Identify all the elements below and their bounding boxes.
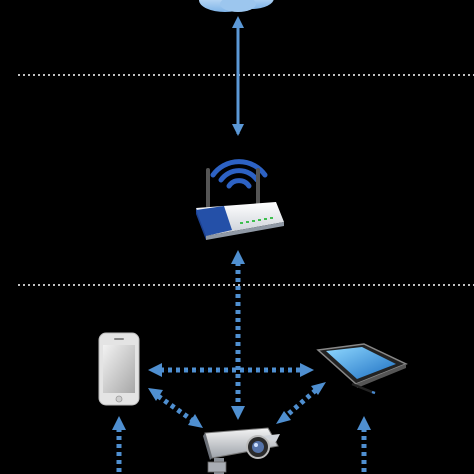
link-tablet-camera: [276, 382, 326, 424]
link-phone-below: [112, 416, 126, 474]
smartphone-icon: [98, 332, 140, 406]
cloud-icon: [199, 0, 274, 12]
link-tablet-below: [357, 416, 371, 474]
link-cloud-router: [232, 16, 244, 136]
wifi-router-icon: [196, 159, 284, 240]
link-router-camera: [231, 250, 245, 420]
security-camera-icon: [203, 427, 280, 474]
tablet-with-stylus-icon: [316, 343, 408, 395]
link-phone-camera: [148, 388, 203, 428]
link-phone-tablet: [148, 363, 314, 377]
